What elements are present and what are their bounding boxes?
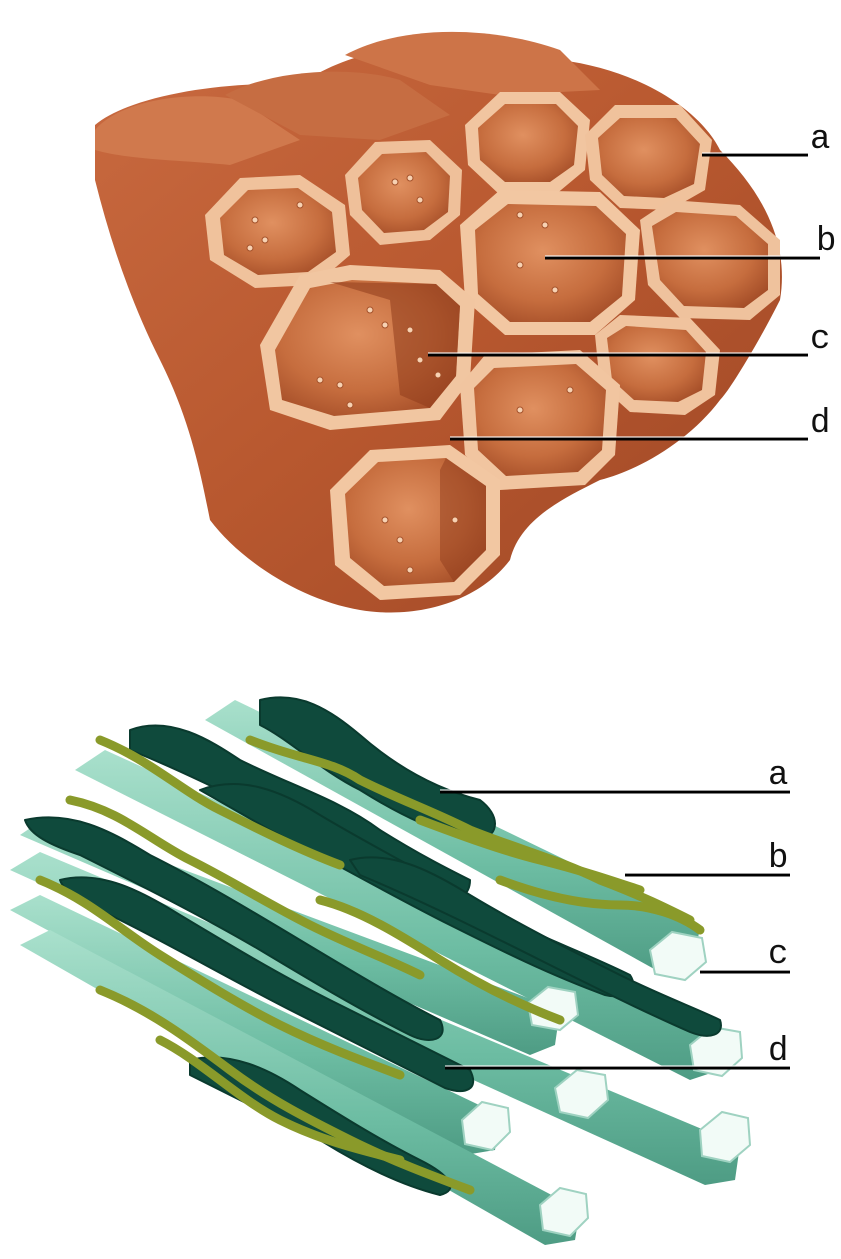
fiber-leader-a bbox=[440, 790, 790, 792]
cell-10 bbox=[330, 445, 500, 600]
fiber-leader-b bbox=[625, 873, 790, 875]
fiber-label-b: b bbox=[768, 840, 788, 878]
fibers-diagram: a b c d bbox=[10, 697, 790, 1245]
wood-cells-diagram: a b c d bbox=[95, 32, 836, 613]
wood-label-b: b bbox=[816, 223, 836, 261]
wood-label-c: c bbox=[810, 321, 830, 359]
wood-label-a: a bbox=[810, 121, 830, 159]
wood-leader-c bbox=[428, 353, 808, 355]
cell-3 bbox=[465, 92, 590, 195]
fiber-label-c: c bbox=[768, 936, 788, 974]
wood-leader-b bbox=[545, 256, 820, 258]
fiber-label-a: a bbox=[768, 757, 788, 795]
cell-7 bbox=[260, 265, 475, 430]
wood-leader-d bbox=[450, 437, 808, 439]
wood-leader-a bbox=[702, 153, 808, 155]
wood-label-d: d bbox=[810, 405, 830, 443]
fiber-leader-d bbox=[445, 1066, 790, 1068]
fiber-label-d: d bbox=[768, 1033, 788, 1071]
cell-5 bbox=[460, 190, 640, 335]
